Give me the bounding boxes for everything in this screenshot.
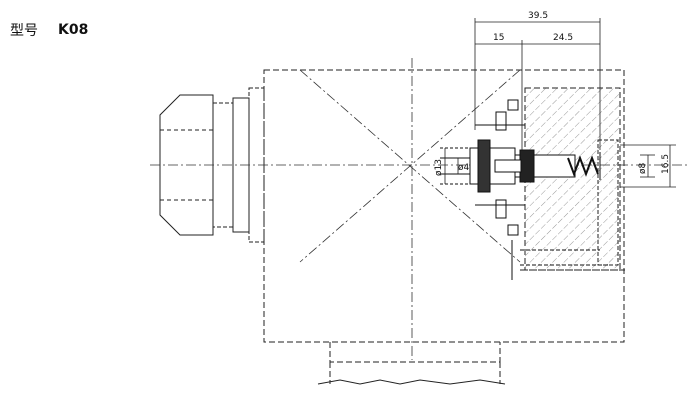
dimension-lines — [444, 18, 676, 188]
dim-dia-outer: ø13 — [434, 159, 444, 176]
dim-height-right: 16.5 — [661, 154, 671, 174]
dim-dia-pin: ø8 — [638, 162, 648, 174]
central-mechanism — [440, 99, 610, 280]
model-header: 型号 K08 — [10, 20, 88, 40]
model-code: K08 — [58, 22, 89, 38]
model-label: 型号 — [10, 23, 38, 39]
dim-right-segment: 24.5 — [553, 33, 573, 43]
dim-dia-inner: ø4 — [458, 163, 470, 173]
dimension-labels: 39.5 15 24.5 16.5 ø13 ø4 ø8 — [434, 11, 671, 176]
dim-left-segment: 15 — [493, 33, 504, 43]
right-section — [520, 87, 625, 271]
dim-overall-width: 39.5 — [528, 11, 548, 21]
